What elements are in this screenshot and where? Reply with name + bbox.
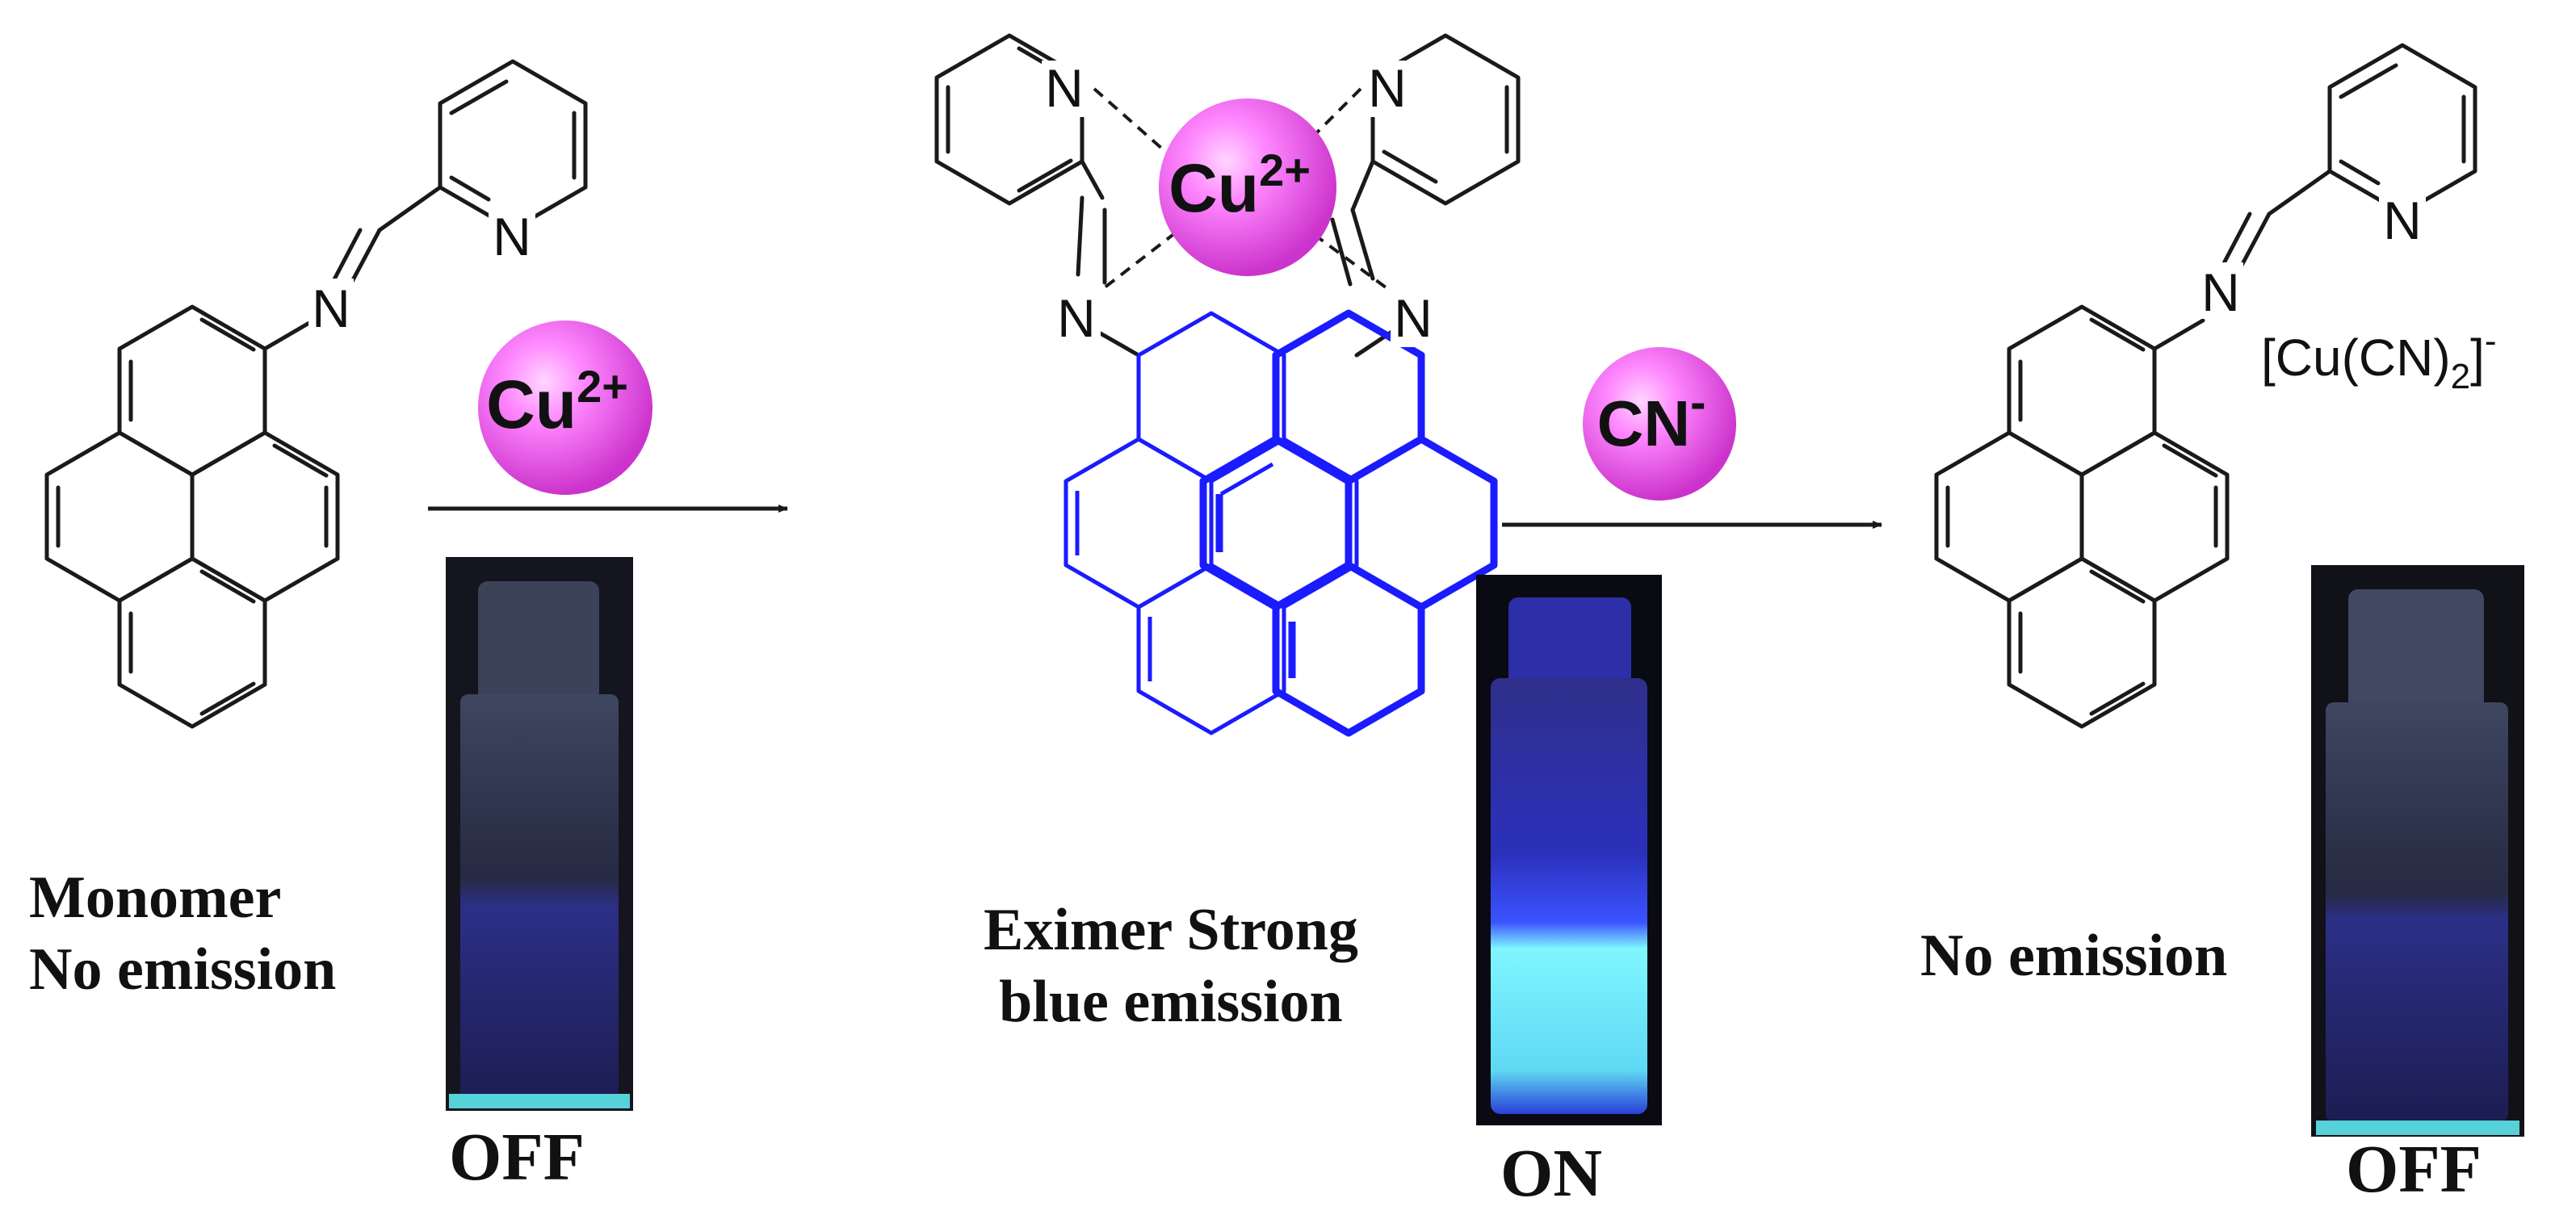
complex-imine-nitrogen-left: N (1057, 288, 1096, 348)
product-pyridine-nitrogen-label: N (2383, 191, 2422, 250)
monomer-caption-line1: Monomer (29, 865, 282, 931)
excimer-caption-line1: Eximer Strong (984, 897, 1358, 963)
state-label-off-2: OFF (2346, 1132, 2482, 1207)
product-caption: No emission (1920, 920, 2227, 992)
complex-copper-center: Cu2+ (1159, 98, 1336, 276)
vial-on (1476, 575, 1662, 1125)
complex-pyridine-nitrogen-left: N (1045, 58, 1084, 118)
pyrene-ring (117, 556, 267, 729)
monomer-caption: Monomer No emission (29, 862, 336, 1006)
state-label-on: ON (1500, 1136, 1602, 1211)
product-caption-line1: No emission (1920, 923, 2228, 989)
excimer-pyrene-dimer (1064, 309, 1498, 737)
copper-reagent: Cu2+ (478, 320, 652, 495)
complex-imine-nitrogen-right: N (1394, 288, 1433, 348)
complex-pyridine-nitrogen-right: N (1368, 58, 1407, 118)
pyrene-ring (2079, 430, 2230, 603)
coordination-bonds (1089, 87, 1403, 300)
pyrene-ring (44, 430, 195, 603)
pyridine-ring (2327, 43, 2477, 216)
vial-off-2 (2311, 565, 2524, 1137)
pyrene-ring (117, 304, 267, 477)
excimer-caption-line2: blue emission (999, 968, 1343, 1035)
product-imine-nitrogen-label: N (2201, 262, 2240, 322)
monomer-caption-line2: No emission (29, 936, 337, 1003)
pyrene-ring (2007, 304, 2157, 477)
monomer-structure (44, 59, 588, 729)
pyridine-ring (438, 59, 588, 232)
counter-ion-label: [Cu(CN)2]- (2261, 321, 2497, 396)
product-structure (1934, 43, 2477, 729)
copper-ion-sphere (478, 320, 652, 495)
state-label-off-1: OFF (449, 1120, 585, 1195)
complex-copper-label: Cu2+ (1168, 145, 1311, 226)
pyridine-nitrogen-label: N (493, 207, 531, 266)
cyanide-ion-sphere (1583, 347, 1736, 501)
cyanide-reagent-label: CN- (1597, 376, 1706, 459)
pyrene-ring (2007, 556, 2157, 729)
excimer-caption: Eximer Strong blue emission (984, 894, 1358, 1038)
pyrene-ring (190, 430, 340, 603)
cyanide-reagent: CN- (1583, 347, 1736, 501)
copper-reagent-label: Cu2+ (486, 361, 628, 442)
pyrene-ring (1934, 430, 2084, 603)
vial-off-1 (446, 557, 633, 1111)
complex-copper-sphere (1159, 98, 1336, 276)
copper-complex-ligands (934, 33, 1521, 358)
imine-nitrogen-label: N (312, 279, 350, 338)
